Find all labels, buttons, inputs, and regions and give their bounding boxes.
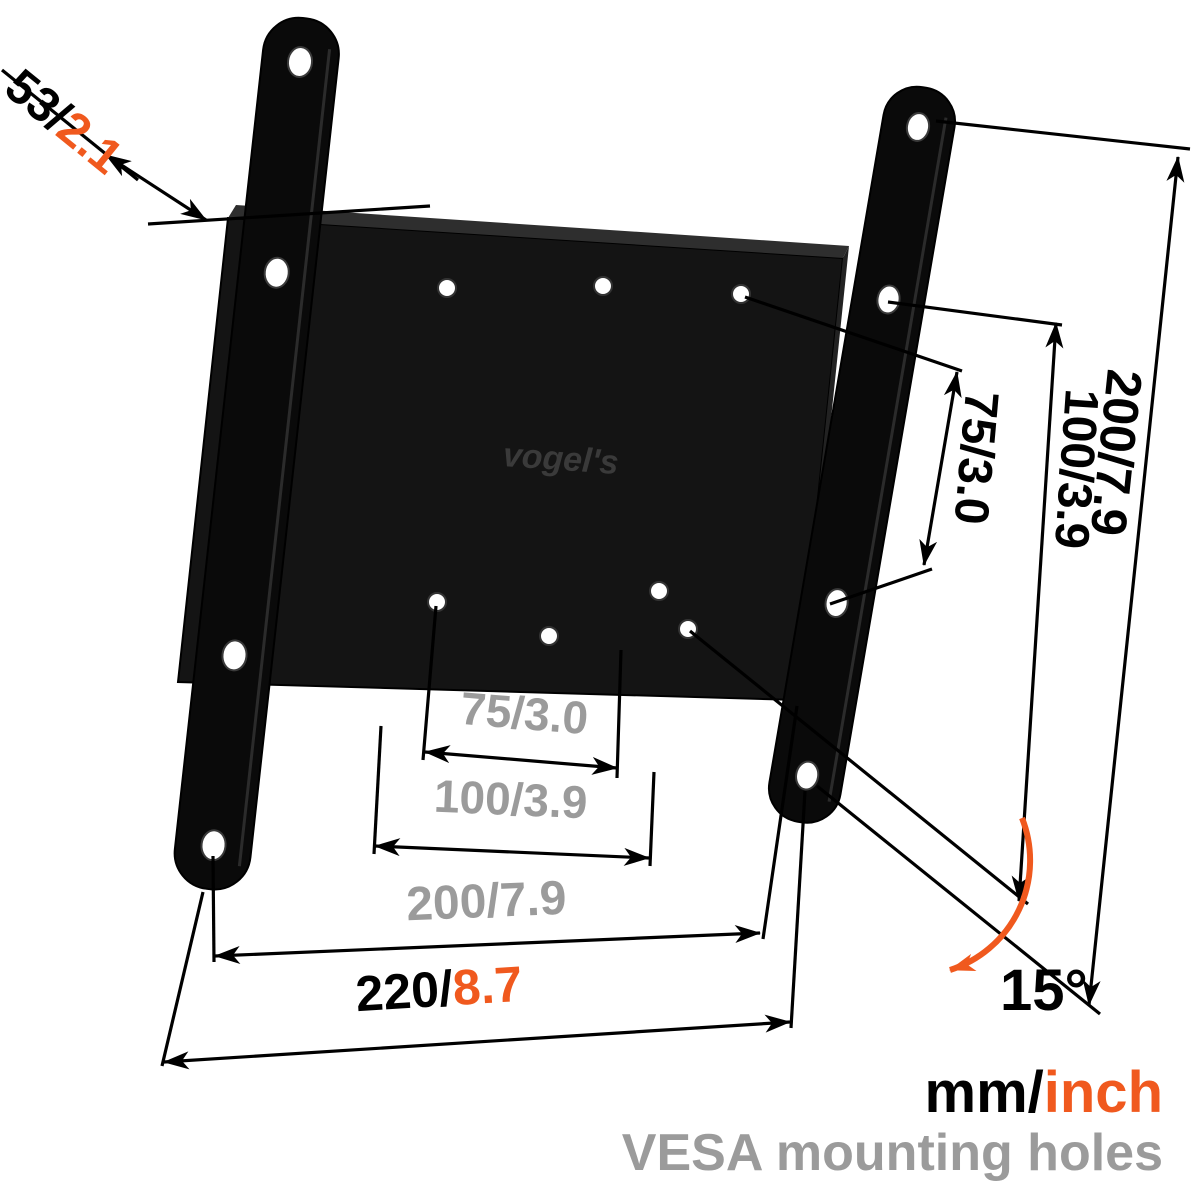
units-label-mm: mm/ — [925, 1060, 1044, 1125]
right-strip-body — [767, 85, 956, 824]
dim-right-200 — [815, 119, 1191, 1016]
extension-line — [372, 725, 383, 855]
strip-hole — [263, 256, 290, 289]
dimension-line — [1082, 156, 1185, 1006]
strip-hole — [221, 639, 248, 672]
strip-hole — [876, 284, 901, 315]
right-100-label: 100/3.9 — [1044, 387, 1108, 550]
dimension-line — [374, 838, 650, 866]
bottom-220-label: 220/8.7 — [354, 956, 524, 1022]
vesa-hole — [731, 284, 751, 304]
extension-line — [887, 300, 1063, 327]
extension-line — [761, 705, 799, 940]
depth-label: 53/2.1 — [0, 59, 132, 184]
bottom-200-label: 200/7.9 — [405, 872, 567, 932]
dim-bottom-200 — [211, 705, 799, 964]
vesa-hole — [437, 278, 457, 298]
dim-bottom-100 — [372, 725, 656, 867]
bottom-75-label: 75/3.0 — [458, 682, 590, 744]
brand-logo: vogel's — [502, 436, 620, 482]
units-label: mm/inch — [925, 1060, 1164, 1125]
vesa-hole — [649, 581, 669, 601]
extension-line — [648, 771, 656, 867]
plate-holes — [427, 276, 751, 646]
strip-hole — [795, 760, 820, 791]
caption-label: VESA mounting holes — [622, 1124, 1163, 1182]
bottom-220-label-mm: 220/ — [354, 960, 455, 1022]
dim-bottom-75 — [421, 605, 623, 779]
left-strip-body — [173, 16, 340, 891]
wall-mount: vogel's — [173, 16, 956, 891]
extension-line — [147, 204, 431, 226]
dimension-line — [424, 745, 618, 775]
extension-line — [688, 629, 1030, 906]
extension-line — [421, 605, 438, 761]
vesa-hole — [593, 276, 613, 296]
dimension-line — [1011, 322, 1064, 902]
dim-depth — [0, 68, 431, 226]
dim-right-100 — [688, 300, 1064, 906]
right-strip-highlight — [827, 117, 948, 802]
dim-right-75 — [744, 295, 963, 606]
tilt-angle-label: 15° — [1000, 958, 1088, 1023]
extension-line — [789, 790, 807, 1029]
extension-line — [211, 855, 216, 963]
dimension-line — [105, 153, 207, 222]
vesa-hole — [539, 626, 559, 646]
bottom-100-label: 100/3.9 — [433, 770, 589, 829]
units-label-inch: inch — [1044, 1060, 1163, 1125]
dim-bottom-220 — [160, 790, 807, 1070]
strip-hole — [905, 112, 931, 142]
right-75-label: 75/3.0 — [943, 389, 1007, 527]
extension-line — [815, 784, 1102, 1016]
dimension-line — [163, 1014, 791, 1070]
left-strip-highlight — [237, 49, 332, 867]
tilt-arc — [949, 816, 1034, 973]
bottom-220-label-inch: 8.7 — [451, 956, 524, 1016]
left-strip — [173, 16, 340, 891]
dimension-line — [214, 925, 761, 964]
strip-hole — [286, 46, 314, 78]
plate-top-bevel — [228, 205, 849, 258]
extension-line — [935, 119, 1191, 151]
extension-line — [829, 567, 933, 606]
dimension-line — [919, 371, 962, 566]
extension-line — [160, 891, 205, 1067]
dimension-lines — [0, 68, 1191, 1070]
extension-line — [744, 295, 963, 373]
